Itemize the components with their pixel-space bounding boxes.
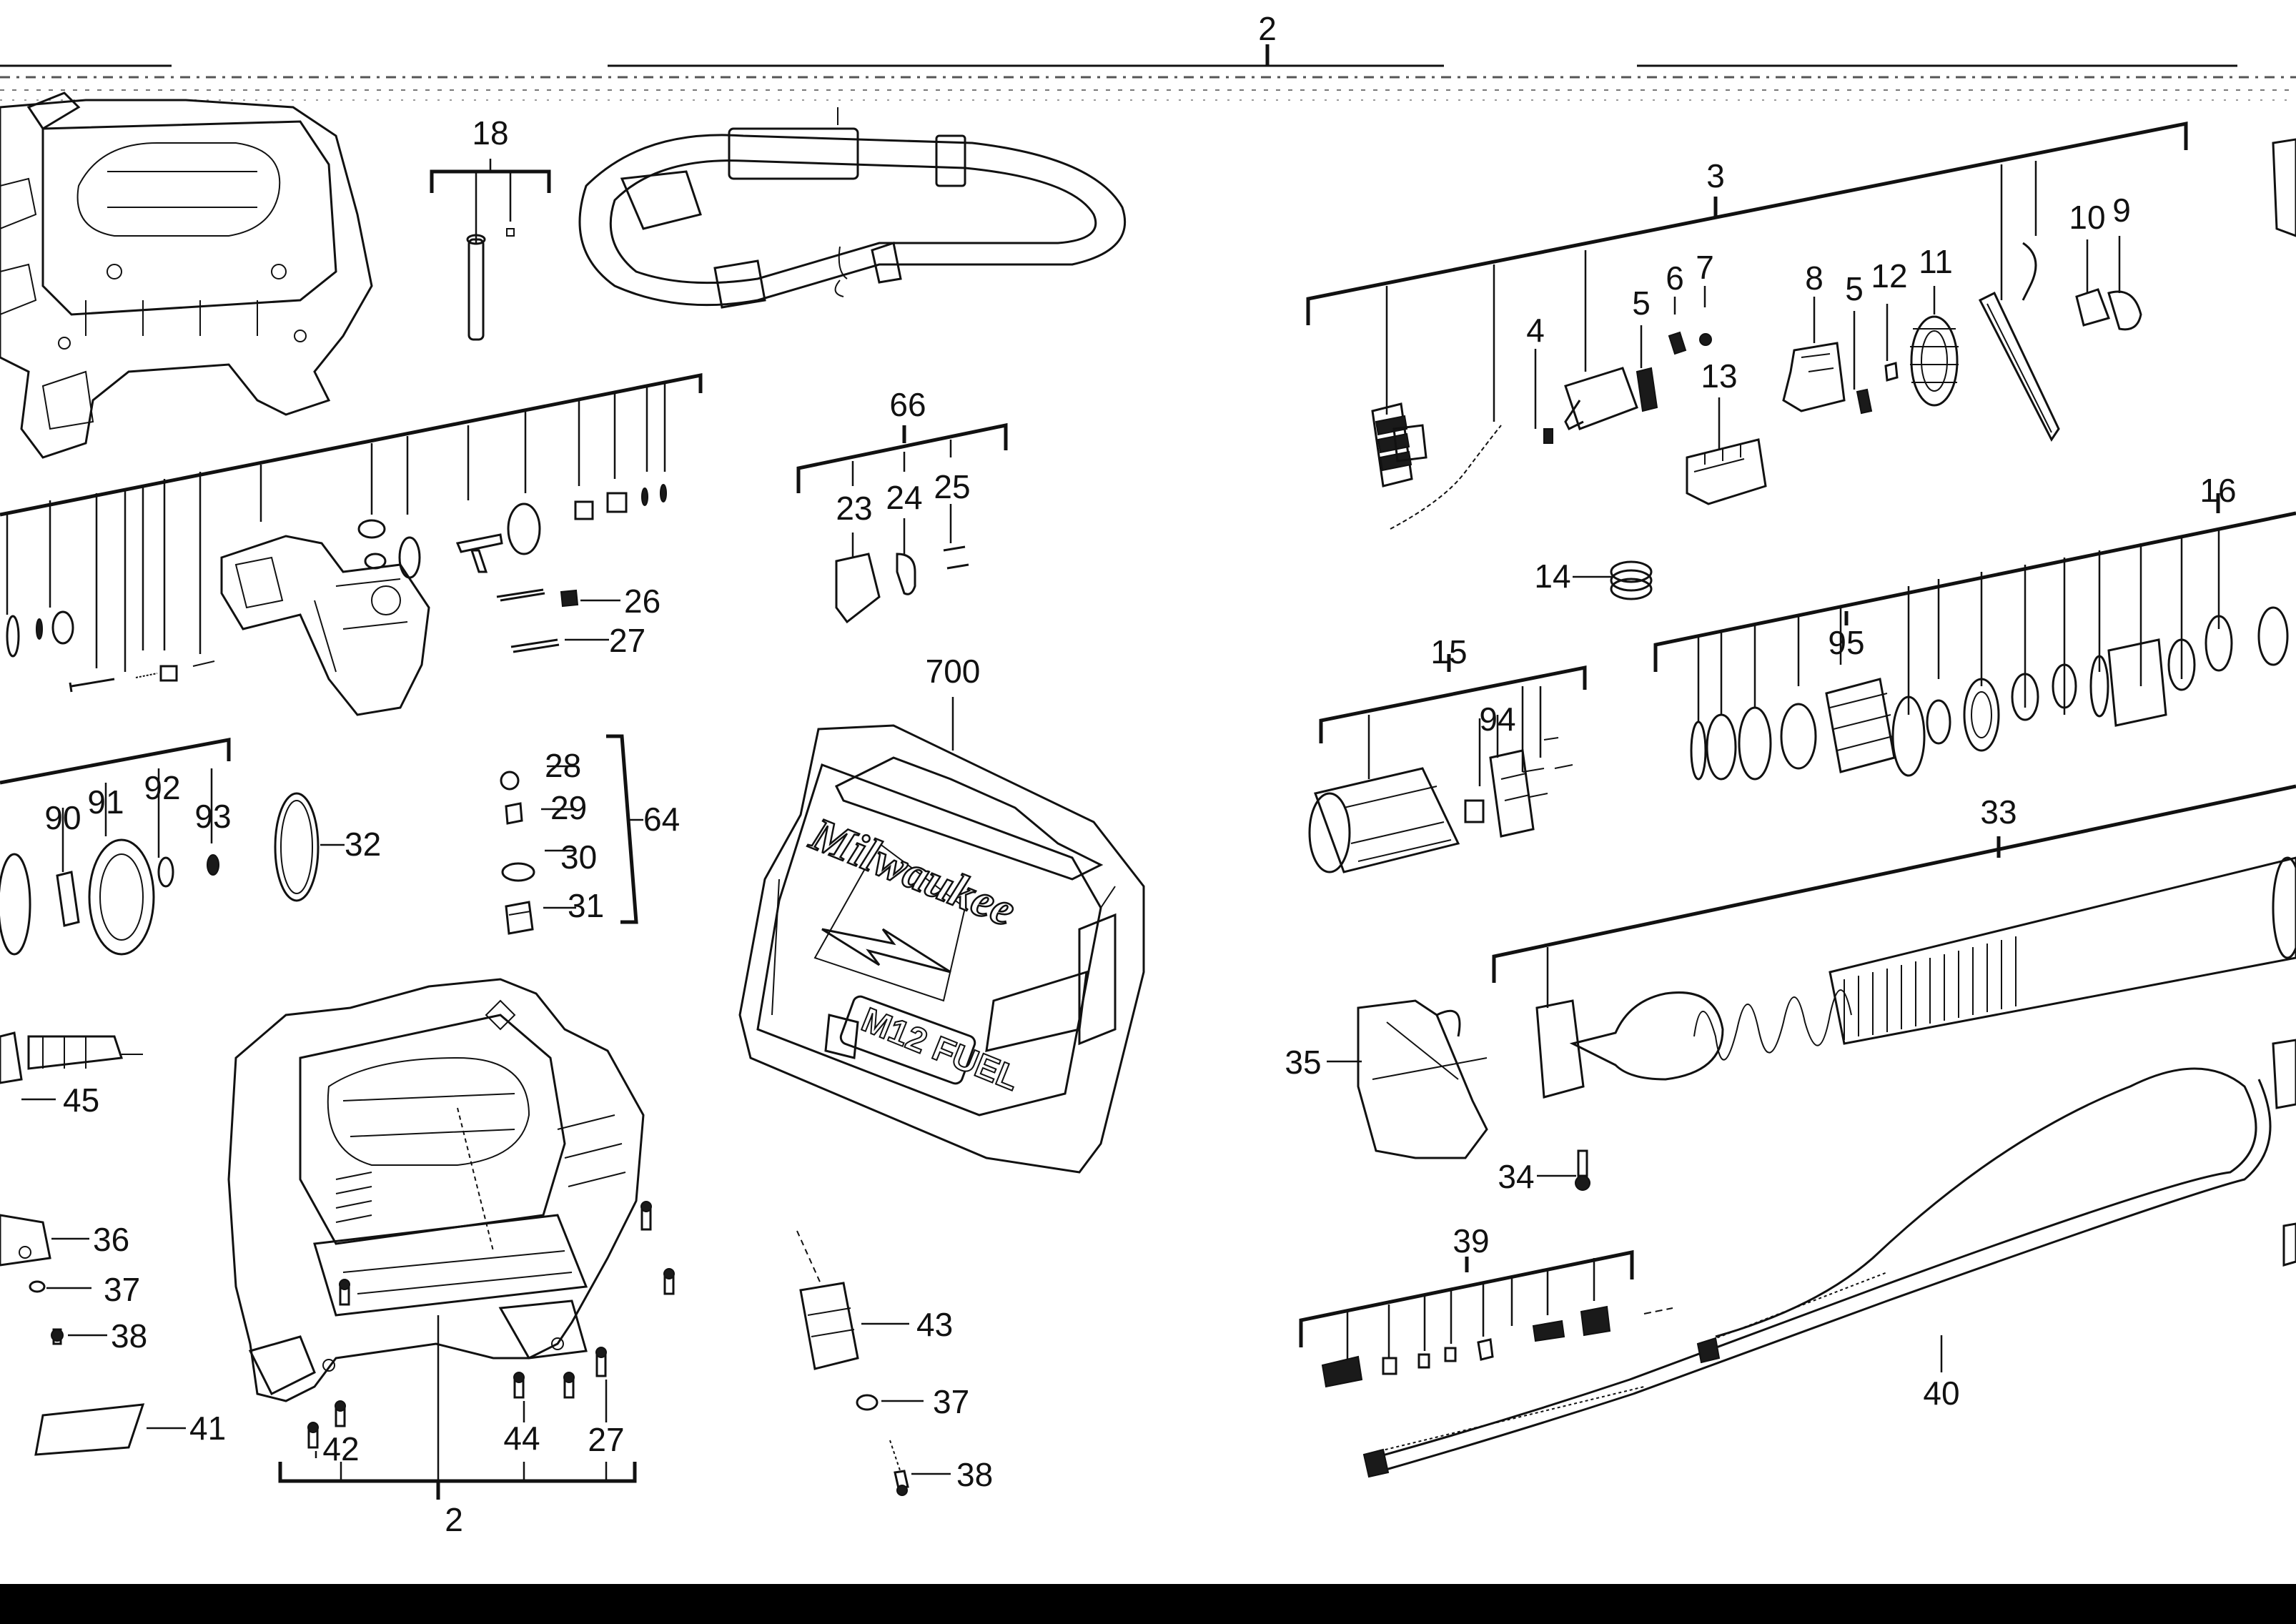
callout-4: 4 [1526,312,1545,349]
callout-44: 44 [503,1420,540,1457]
callout-90: 90 [44,799,81,836]
right-edge-fragment [2272,138,2296,237]
callout-2-bottom: 2 [445,1501,463,1538]
callout-30: 30 [560,838,597,876]
shoulder-strap [578,107,1127,309]
case-model-badge: M12 FUEL [856,1001,1024,1098]
callout-11: 11 [1919,243,1953,280]
bottom-screws [307,1201,675,1449]
callout-45: 45 [63,1081,99,1119]
left-upper-bracket-group [0,372,703,716]
part-16-group [1653,493,2296,781]
callout-13: 13 [1701,357,1737,395]
callout-43: 43 [916,1306,953,1343]
callout-91: 91 [87,783,124,821]
callout-92: 92 [144,769,180,806]
part-33-group [1492,784,2296,1099]
callout-7: 7 [1696,249,1714,286]
callout-31: 31 [568,887,604,924]
top-fragment-strip [0,44,2296,101]
callout-labels: 2 18 3 4 5 6 7 8 5 12 11 10 9 13 14 16 9… [44,10,2236,1538]
callout-32: 32 [345,826,381,863]
callout-27-a: 27 [609,622,645,659]
callout-38-b: 38 [956,1456,993,1493]
part-34-screw [1537,1149,1590,1191]
callout-26: 26 [624,583,660,620]
callout-35: 35 [1285,1044,1321,1081]
callout-25: 25 [934,468,970,505]
part-40-hose [1362,1067,2272,1478]
callout-37-a: 37 [104,1271,140,1308]
bottom-black-bar [0,1584,2296,1624]
callout-36: 36 [93,1221,129,1258]
callout-10: 10 [2069,199,2105,236]
part-64-group [500,734,643,935]
callout-64: 64 [643,801,680,838]
part-3-group [1306,121,2188,530]
callout-37-b: 37 [933,1383,969,1420]
callout-95: 95 [1828,624,1864,661]
part-45-fitting [0,1031,143,1101]
right-edge-fitting-upper [2272,1039,2296,1109]
callout-9: 9 [2112,192,2131,229]
part-15-group [1308,654,1587,873]
parts-90-93-group [0,737,231,956]
callout-3: 3 [1706,157,1725,194]
callout-34: 34 [1498,1158,1534,1195]
callout-5-b: 5 [1845,270,1864,307]
callout-39: 39 [1453,1222,1489,1259]
case-brand-lightning [821,928,951,974]
part-39-group [1299,1249,1673,1388]
callout-24: 24 [886,479,922,516]
callout-23: 23 [836,490,872,527]
callout-15: 15 [1430,633,1467,670]
callout-12: 12 [1871,257,1907,294]
parts-43-37-38 [796,1230,951,1496]
callout-18: 18 [472,114,508,152]
callout-14: 14 [1534,558,1570,595]
part-66-group [796,422,1008,624]
callout-27-b: 27 [588,1421,624,1458]
callout-2-top: 2 [1258,10,1277,47]
callout-66: 66 [889,386,926,423]
callout-29: 29 [550,789,587,826]
callout-93: 93 [194,798,231,835]
callout-33: 33 [1980,793,2017,831]
housing-top-left [0,91,373,459]
callout-41: 41 [189,1410,226,1447]
callout-8: 8 [1805,259,1824,297]
callout-28: 28 [545,747,581,784]
callout-40: 40 [1923,1375,1959,1412]
part-32-ring [274,792,345,902]
carrying-case-700 [738,697,1145,1174]
callout-5-a: 5 [1632,284,1651,322]
callout-6: 6 [1666,259,1684,297]
parts-36-38-41 [0,1214,186,1456]
callout-700: 700 [926,653,981,690]
part-14 [1573,560,1653,600]
parts-26-27 [496,588,620,653]
right-edge-fitting-lower [2282,1222,2296,1267]
callout-94: 94 [1479,700,1515,738]
callout-38-a: 38 [111,1317,147,1355]
callout-42: 42 [322,1430,359,1467]
housing-bottom [227,978,645,1402]
part-2-bottom-bracket [278,1315,637,1500]
callout-16: 16 [2199,472,2236,509]
part-35-clip [1327,999,1488,1159]
part-18-group [430,159,551,341]
